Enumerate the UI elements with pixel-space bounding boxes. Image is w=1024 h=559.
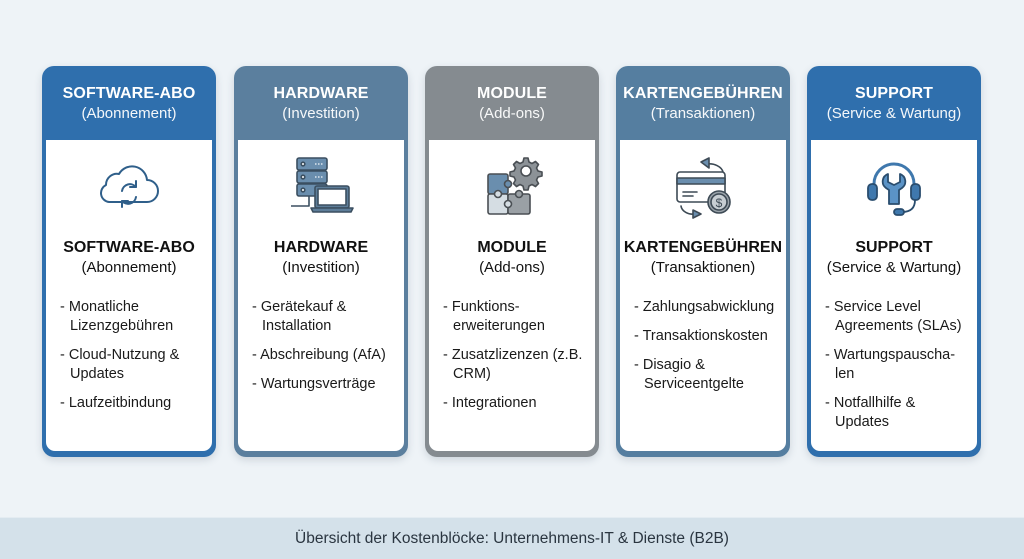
- card-header-subtitle: (Abonnement): [81, 105, 177, 122]
- card-software-abo: SOFTWARE-ABO (Abonnement) SOFTWARE-ABO (…: [42, 66, 216, 457]
- list-item: Notfallhilfe & Updates: [825, 394, 973, 432]
- list-item: Service Level Agreements (SLAs): [825, 298, 973, 336]
- card-header: SOFTWARE-ABO (Abonnement): [42, 66, 216, 140]
- list-item: Wartungspauscha-len: [825, 346, 973, 384]
- card-title-sub: (Service & Wartung): [826, 259, 962, 276]
- list-item: Integrationen: [443, 394, 591, 413]
- card-module: MODULE (Add-ons): [425, 66, 599, 457]
- card-header-subtitle: (Service & Wartung): [826, 105, 962, 122]
- card-support: SUPPORT (Service & Wartung) SUPPORT (Ser…: [807, 66, 981, 457]
- list-item: Laufzeitbindung: [60, 394, 208, 413]
- card-header-title: SOFTWARE-ABO: [62, 85, 196, 102]
- list-item: Wartungsverträge: [252, 375, 400, 394]
- card-title-sub: (Transaktionen): [650, 259, 756, 276]
- card-header-title: HARDWARE: [273, 85, 369, 102]
- card-header-title: MODULE: [477, 85, 547, 102]
- list-item: Funktions-erweiterungen: [443, 298, 591, 336]
- card-title-sub: (Add-ons): [479, 259, 545, 276]
- card-title: HARDWARE (Investition): [238, 238, 404, 278]
- list-item: Gerätekauf & Installation: [252, 298, 400, 336]
- card-body: MODULE (Add-ons) Funktions-erweiterungen…: [429, 140, 595, 451]
- card-title-main: SOFTWARE-ABO: [63, 239, 195, 256]
- card-header: KARTENGEBÜHREN (Transaktionen): [616, 66, 790, 140]
- card-header-subtitle: (Investition): [282, 105, 360, 122]
- cost-item-list: Zahlungsabwicklung Transaktionskosten Di…: [634, 298, 782, 404]
- card-body: $ KARTENGEBÜHREN (Transaktionen) Zahlung…: [620, 140, 786, 451]
- svg-text:$: $: [716, 196, 723, 210]
- list-item: Transaktionskosten: [634, 327, 782, 346]
- card-header: HARDWARE (Investition): [234, 66, 408, 140]
- card-body: SOFTWARE-ABO (Abonnement) Monatliche Liz…: [46, 140, 212, 451]
- list-item: Abschreibung (AfA): [252, 346, 400, 365]
- card-body: HARDWARE (Investition) Gerätekauf & Inst…: [238, 140, 404, 451]
- list-item: Monatliche Lizenzgebühren: [60, 298, 208, 336]
- card-header: SUPPORT (Service & Wartung): [807, 66, 981, 140]
- card-header: MODULE (Add-ons): [425, 66, 599, 140]
- card-title: MODULE (Add-ons): [429, 238, 595, 278]
- card-title-main: MODULE: [477, 239, 547, 256]
- cost-blocks: SOFTWARE-ABO (Abonnement) SOFTWARE-ABO (…: [0, 66, 1024, 458]
- cloud-sync-icon: [46, 154, 212, 224]
- footer-caption: Übersicht der Kostenblöcke: Unternehmens…: [0, 517, 1024, 559]
- server-laptop-icon: [238, 154, 404, 224]
- list-item: Zahlungsabwicklung: [634, 298, 782, 317]
- cost-item-list: Monatliche Lizenzgebühren Cloud-Nutzung …: [60, 298, 208, 423]
- card-title-sub: (Abonnement): [81, 259, 177, 276]
- puzzle-gear-icon: [429, 154, 595, 224]
- card-kartengebuehren: KARTENGEBÜHREN (Transaktionen) $: [616, 66, 790, 457]
- cost-item-list: Service Level Agreements (SLAs) Wartungs…: [825, 298, 973, 442]
- card-body: SUPPORT (Service & Wartung) Service Leve…: [811, 140, 977, 451]
- cost-item-list: Funktions-erweiterungen Zusatzlizenzen (…: [443, 298, 591, 423]
- credit-card-coin-icon: $: [620, 154, 786, 224]
- list-item: Disagio & Serviceentgelte: [634, 356, 782, 394]
- card-title-sub: (Investition): [282, 259, 360, 276]
- card-header-title: KARTENGEBÜHREN: [623, 85, 783, 102]
- cost-item-list: Gerätekauf & Installation Abschreibung (…: [252, 298, 400, 404]
- list-item: Zusatzlizenzen (z.B. CRM): [443, 346, 591, 384]
- card-title-main: SUPPORT: [855, 239, 933, 256]
- card-title: KARTENGEBÜHREN (Transaktionen): [620, 238, 786, 278]
- card-title: SUPPORT (Service & Wartung): [811, 238, 977, 278]
- card-title-main: HARDWARE: [273, 239, 369, 256]
- card-header-title: SUPPORT: [854, 85, 934, 102]
- card-title: SOFTWARE-ABO (Abonnement): [46, 238, 212, 278]
- headset-wrench-icon: [811, 154, 977, 224]
- card-hardware: HARDWARE (Investition): [234, 66, 408, 457]
- list-item: Cloud-Nutzung & Updates: [60, 346, 208, 384]
- card-header-subtitle: (Add-ons): [479, 105, 545, 122]
- card-title-main: KARTENGEBÜHREN: [623, 239, 783, 256]
- card-header-subtitle: (Transaktionen): [650, 105, 756, 122]
